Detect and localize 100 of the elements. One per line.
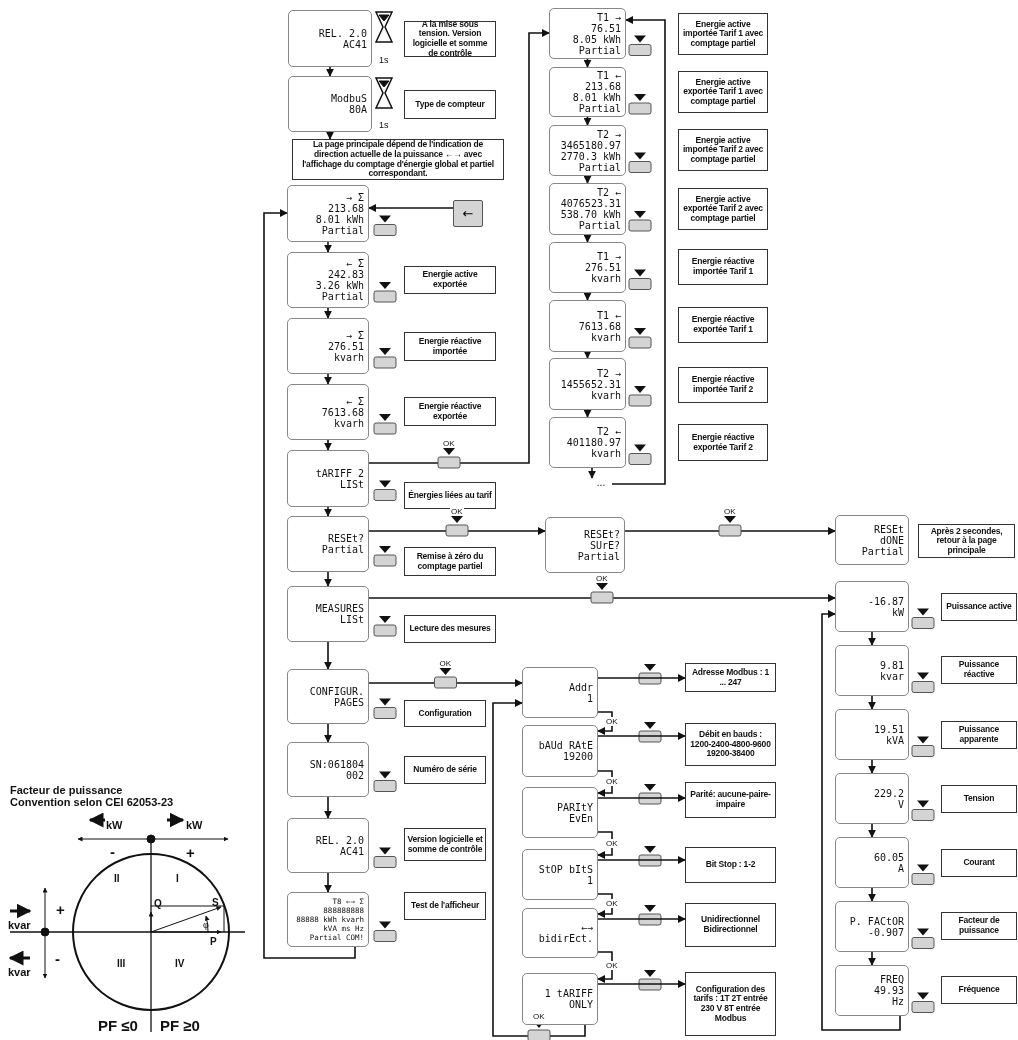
lcd-text: 60.05 xyxy=(872,851,904,863)
arrow xyxy=(368,679,523,687)
lcd-text: Partial xyxy=(320,224,364,236)
axis-label: + xyxy=(56,902,65,918)
lcd-text: T2 → xyxy=(595,128,621,140)
lcd-text: kvarh xyxy=(589,331,621,343)
lcd-text: Partial xyxy=(577,103,621,114)
lcd-text: kW xyxy=(890,606,904,618)
arrow xyxy=(868,823,876,838)
lcd-text: 1455652.31 xyxy=(559,378,621,390)
axis-label: S xyxy=(212,897,219,908)
lcd-screen xyxy=(522,787,598,838)
arrow xyxy=(324,571,332,587)
lcd-text: ONLY xyxy=(567,999,593,1010)
lcd-text: 401180.97 xyxy=(565,437,621,448)
arrow xyxy=(597,980,686,988)
arrow xyxy=(597,794,686,802)
lcd-screen xyxy=(287,318,369,374)
description-text: Lecture des mesures xyxy=(409,624,491,634)
arrow xyxy=(368,29,550,464)
description-text: Tension xyxy=(963,794,995,804)
lcd-text: EvEn xyxy=(567,812,593,824)
lcd-text: 276.51 xyxy=(326,340,364,352)
description-text: Après 2 secondes, retour à la page principale xyxy=(929,526,1004,556)
lcd-text: 49.93 xyxy=(872,985,904,996)
arrow xyxy=(868,951,876,966)
lcd-text: PARItY xyxy=(555,801,593,813)
lcd-text: → Σ xyxy=(344,191,364,203)
description-box xyxy=(678,188,768,230)
lcd-text: 19200 xyxy=(561,751,593,762)
edge-label: OK xyxy=(605,838,619,848)
axis-label: kW xyxy=(186,819,203,831)
lcd-text: kvarh xyxy=(332,351,364,363)
lcd-text: LISt xyxy=(338,478,364,490)
lcd-screen xyxy=(835,581,909,632)
lcd-text: StOP bItS xyxy=(537,863,593,875)
lcd-text: 2770.3 kWh xyxy=(559,150,621,162)
lcd-text: ←→ xyxy=(579,922,593,933)
arrow xyxy=(324,506,332,517)
description-text: Courant xyxy=(963,858,995,868)
description-box xyxy=(941,656,1017,684)
lcd-text: AC41 xyxy=(341,38,367,50)
lcd-text: bidirEct. xyxy=(537,933,593,944)
lcd-text: T1 → xyxy=(595,11,621,23)
lcd-text: -0.907 xyxy=(866,926,904,938)
arrow xyxy=(597,856,686,864)
lcd-text: 002 xyxy=(344,769,364,781)
edge-label: OK xyxy=(605,899,619,908)
lcd-screen xyxy=(287,742,369,797)
description-text: Fréquence xyxy=(958,985,1000,995)
lcd-screen xyxy=(287,450,369,507)
lcd-screen xyxy=(287,669,369,724)
lcd-text: kvarh xyxy=(332,417,364,429)
lcd-text: AC41 xyxy=(338,845,364,857)
arrow xyxy=(368,204,454,212)
description-box xyxy=(678,307,768,343)
lcd-text: 3465180.97 xyxy=(559,139,621,151)
description-text: Energie réactive importée Tarif 2 xyxy=(690,375,756,395)
arrow xyxy=(821,610,901,1031)
lcd-screen xyxy=(835,965,909,1016)
arrow xyxy=(324,241,332,253)
diagram-note: Facteur de puissance Convention selon CEI 62053-23 xyxy=(10,784,175,808)
lcd-text: A xyxy=(896,862,904,874)
lcd-text: V xyxy=(896,798,904,810)
lcd-screen xyxy=(287,185,369,242)
axis-label: III xyxy=(117,958,126,969)
edge-label: OK xyxy=(438,659,453,668)
arrow xyxy=(263,209,356,959)
lcd-text: 276.51 xyxy=(583,262,621,273)
description-box xyxy=(941,785,1017,813)
description-box xyxy=(678,71,768,113)
axis-label: kvar xyxy=(8,919,31,931)
arrow xyxy=(597,674,686,682)
description-text: A la mise sous tension. Version logicielle et somme de contrôle xyxy=(411,19,489,59)
lcd-screen xyxy=(835,709,909,760)
description-text: Puissance réactive xyxy=(957,660,1001,680)
axis-label: I xyxy=(176,873,179,884)
lcd-text: Partial xyxy=(577,161,621,173)
lcd-text: Partial xyxy=(576,550,620,562)
arrow xyxy=(597,915,686,923)
arrow xyxy=(583,58,592,68)
lcd-text: ← Σ xyxy=(344,258,364,269)
lcd-text: FREQ xyxy=(878,974,904,985)
arrow xyxy=(597,711,613,735)
description-text: Unidirectionnel Bidirectionnel xyxy=(700,915,761,935)
arrow xyxy=(583,292,592,301)
lcd-text: CONFIGUR. xyxy=(308,685,364,697)
description-text: Energie réactive exportée Tarif 2 xyxy=(690,432,756,453)
arrow xyxy=(624,527,836,535)
lcd-text: 8.05 kWh xyxy=(571,33,621,45)
axis-label: II xyxy=(114,873,120,884)
lcd-text: MEASURES xyxy=(314,603,364,614)
axis-label: kvar xyxy=(8,966,31,978)
arrow xyxy=(588,467,596,479)
lcd-text: 8.01 kWh xyxy=(571,92,621,103)
lcd-screen xyxy=(549,67,626,117)
description-text: Débit en bauds : 1200-2400-4800-9600 19200-38400 xyxy=(689,730,772,759)
lcd-text: 7613.68 xyxy=(320,406,364,418)
description-box xyxy=(941,721,1017,749)
arrow xyxy=(324,439,332,451)
